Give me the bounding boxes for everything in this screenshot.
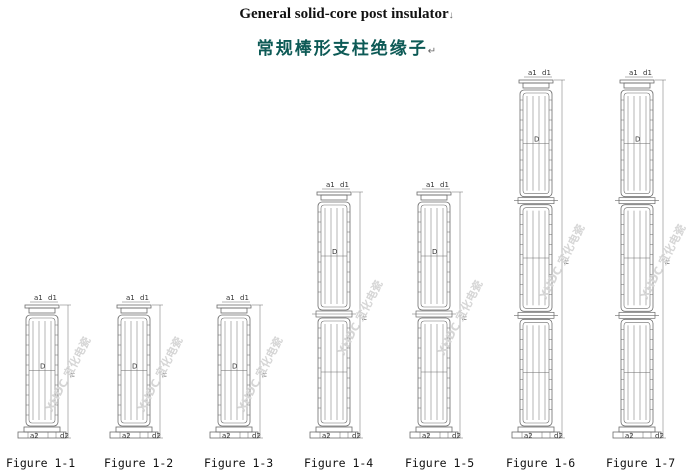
figure-caption: Figure 1-2 — [104, 456, 174, 470]
figure-caption: Figure 1-3 — [204, 456, 274, 470]
dim-label-d1: d1 — [643, 69, 652, 77]
dim-label-a2: a2 — [625, 432, 634, 440]
dim-label-d2: d2 — [554, 432, 563, 440]
dim-label-H: H — [160, 373, 167, 378]
flange-plate — [518, 79, 554, 84]
shed-body — [25, 314, 59, 427]
dim-label-d1: d1 — [240, 294, 249, 302]
figure-caption: Figure 1-1 — [6, 456, 76, 470]
dim-label-a2: a2 — [422, 432, 431, 440]
dim-label-a1: a1 — [629, 69, 638, 77]
flange-neck — [320, 194, 348, 201]
shed-body — [519, 204, 553, 312]
base-plate — [309, 431, 359, 439]
dim-label-H: H — [460, 316, 467, 321]
shed-body — [417, 317, 451, 427]
dim-label-a1: a1 — [226, 294, 235, 302]
shed-body — [519, 89, 553, 198]
flange-neck — [420, 194, 448, 201]
dim-label-d1: d1 — [140, 294, 149, 302]
base-plate — [209, 431, 259, 439]
dim-label-d2: d2 — [452, 432, 461, 440]
dim-label-H: H — [562, 260, 569, 265]
base-plate — [409, 431, 459, 439]
title-en-text: General solid-core post insulator — [239, 6, 449, 22]
dim-label-d2: d2 — [60, 432, 69, 440]
dim-label-a1: a1 — [528, 69, 537, 77]
base-plate — [511, 431, 561, 439]
dim-label-a2: a2 — [524, 432, 533, 440]
shed-body — [620, 318, 654, 427]
dim-label-a1: a1 — [34, 294, 43, 302]
title-cn-text: 常规棒形支柱绝缘子 — [256, 39, 428, 59]
flange-neck — [28, 307, 56, 314]
shed-body — [620, 204, 654, 312]
base-plate — [612, 431, 662, 439]
dim-label-d2: d2 — [655, 432, 664, 440]
dim-label-H: H — [68, 373, 75, 378]
dim-label-a1: a1 — [426, 181, 435, 189]
flange-neck — [120, 307, 148, 314]
shed-body — [317, 317, 351, 427]
dim-label-D: D — [534, 135, 539, 143]
dim-label-a2: a2 — [322, 432, 331, 440]
dim-label-a1: a1 — [126, 294, 135, 302]
figure-caption: Figure 1-6 — [506, 456, 576, 470]
dim-label-a2: a2 — [30, 432, 39, 440]
return-mark-icon: ↓ — [448, 10, 454, 21]
dim-label-d1: d1 — [340, 181, 349, 189]
base-plate — [17, 431, 67, 439]
return-mark-icon: ↵ — [427, 46, 437, 57]
dim-label-d1: d1 — [542, 69, 551, 77]
dim-label-d1: d1 — [48, 294, 57, 302]
flange-plate — [216, 304, 252, 309]
dim-label-d1: d1 — [440, 181, 449, 189]
dim-label-d2: d2 — [152, 432, 161, 440]
flange-plate — [316, 191, 352, 196]
shed-body — [217, 314, 251, 427]
dim-label-H: H — [360, 316, 367, 321]
dim-label-D: D — [232, 363, 237, 371]
dim-label-D: D — [432, 248, 437, 256]
dim-label-D: D — [132, 363, 137, 371]
flange-neck — [623, 82, 651, 89]
flange-plate — [116, 304, 152, 309]
dim-label-a1: a1 — [326, 181, 335, 189]
dim-label-a2: a2 — [122, 432, 131, 440]
shed-body — [620, 89, 654, 198]
dim-label-D: D — [332, 248, 337, 256]
dim-label-d2: d2 — [252, 432, 261, 440]
flange-plate — [619, 79, 655, 84]
shed-body — [417, 201, 451, 311]
flange-neck — [522, 82, 550, 89]
figure-caption: Figure 1-5 — [405, 456, 475, 470]
flange-plate — [24, 304, 60, 309]
figure-caption: Figure 1-4 — [304, 456, 374, 470]
shed-body — [117, 314, 151, 427]
shed-body — [519, 318, 553, 427]
dim-label-H: H — [260, 373, 267, 378]
dim-label-D: D — [635, 135, 640, 143]
dim-label-H: H — [663, 260, 670, 265]
title-cn: 常规棒形支柱绝缘子↵ — [0, 34, 693, 59]
title-en: General solid-core post insulator↓ — [0, 6, 693, 23]
dim-label-d2: d2 — [352, 432, 361, 440]
figure-caption: Figure 1-7 — [606, 456, 676, 470]
shed-body — [317, 201, 351, 311]
flange-neck — [220, 307, 248, 314]
dim-label-a2: a2 — [222, 432, 231, 440]
dim-label-D: D — [40, 363, 45, 371]
flange-plate — [416, 191, 452, 196]
base-plate — [109, 431, 159, 439]
